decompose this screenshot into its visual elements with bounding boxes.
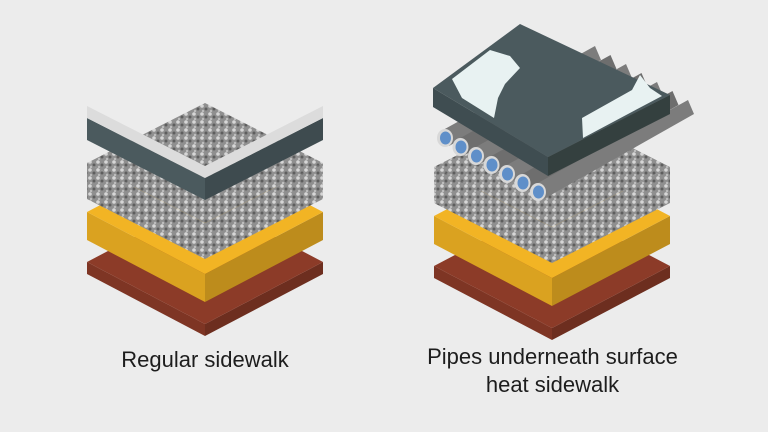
heated-sidewalk-caption: Pipes underneath surface heat sidewalk bbox=[380, 343, 725, 399]
pipe-body bbox=[536, 100, 694, 200]
sand-layer-right-face bbox=[205, 212, 323, 302]
concrete-right-face bbox=[205, 118, 323, 200]
gravel-layer-right-face bbox=[552, 167, 670, 263]
brick-layer-left-face bbox=[87, 262, 205, 336]
heated-caption-line-1: Pipes underneath surface bbox=[427, 344, 678, 369]
concrete-left-face bbox=[87, 118, 205, 200]
gravel-layer-left-face bbox=[87, 163, 205, 259]
gravel-layer-right-face bbox=[205, 163, 323, 259]
regular-sidewalk-caption: Regular sidewalk bbox=[121, 347, 289, 372]
brick-layer-right-face bbox=[552, 266, 670, 340]
sand-layer-left-face bbox=[87, 212, 205, 302]
concrete-left-face bbox=[433, 88, 548, 176]
heated-sidewalk-layers bbox=[433, 24, 694, 340]
brick-layer-left-face bbox=[434, 266, 552, 340]
sand-layer-right-face bbox=[552, 216, 670, 306]
heating-pipe bbox=[530, 100, 694, 201]
concrete-right-face bbox=[548, 95, 670, 176]
concrete-top-edge bbox=[87, 106, 323, 178]
gravel-layer-left-face bbox=[434, 167, 552, 263]
regular-sidewalk-layers bbox=[87, 103, 323, 336]
brick-layer-right-face bbox=[205, 262, 323, 336]
snow-patch-left bbox=[452, 50, 520, 118]
snow-patch-right bbox=[582, 75, 662, 138]
heated-caption-line-2: heat sidewalk bbox=[485, 372, 620, 397]
sand-layer-left-face bbox=[434, 216, 552, 306]
gravel-layer-top-face bbox=[87, 103, 323, 223]
